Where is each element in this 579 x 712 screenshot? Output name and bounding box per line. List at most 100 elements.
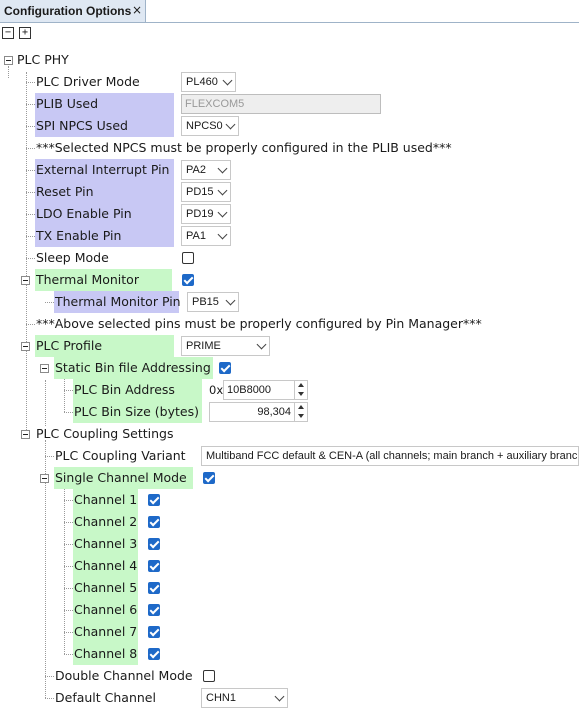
chevron-down-icon xyxy=(217,185,228,196)
tree-line xyxy=(45,440,46,698)
plc-profile-select[interactable]: PRIME xyxy=(181,336,270,356)
channel-7-checkbox[interactable] xyxy=(148,626,160,638)
collapse-icon[interactable] xyxy=(21,276,30,285)
thermal-monitor-pin-value: PB15 xyxy=(192,296,219,308)
ldo-enable-pin-select[interactable]: PD19 xyxy=(181,204,231,224)
npcs-note: ***Selected NPCS must be properly config… xyxy=(36,140,452,155)
spi-npcs-used-label: SPI NPCS Used xyxy=(35,115,174,137)
chevron-down-icon xyxy=(274,691,285,702)
external-interrupt-pin-select[interactable]: PA2 xyxy=(181,160,231,180)
channel-6-label: Channel 6 xyxy=(73,599,138,621)
tree-branch xyxy=(64,412,73,413)
plc-driver-mode-select[interactable]: PL460 xyxy=(181,72,236,92)
plc-driver-mode-value: PL460 xyxy=(186,76,218,88)
spi-npcs-used-select[interactable]: NPCS0 xyxy=(181,116,239,136)
channel-1-label: Channel 1 xyxy=(73,489,138,511)
plc-coupling-variant-select[interactable]: Multiband FCC default & CEN-A (all chann… xyxy=(201,446,579,466)
plc-bin-address-value: 10B8000 xyxy=(227,384,272,396)
thermal-monitor-pin-label: Thermal Monitor Pin xyxy=(54,291,181,313)
channel-3-checkbox[interactable] xyxy=(148,538,160,550)
tree-branch xyxy=(64,500,73,501)
tree-line xyxy=(26,72,27,434)
default-channel-label: Default Channel xyxy=(55,690,156,705)
tree-node-plc-phy[interactable]: PLC PHY xyxy=(17,52,69,67)
plc-profile-value: PRIME xyxy=(186,340,221,352)
spi-npcs-used-value: NPCS0 xyxy=(186,120,223,132)
channel-4-label: Channel 4 xyxy=(73,555,138,577)
sleep-mode-checkbox[interactable] xyxy=(182,252,194,264)
plc-bin-size-value: 98,304 xyxy=(257,406,291,418)
tree-line xyxy=(45,380,46,426)
tree-line xyxy=(64,484,65,654)
tx-enable-pin-value: PA1 xyxy=(186,230,206,242)
tree-branch xyxy=(26,170,35,171)
tree-branch xyxy=(64,522,73,523)
channel-2-checkbox[interactable] xyxy=(148,516,160,528)
sleep-mode-label: Sleep Mode xyxy=(36,250,109,265)
tree-node-plc-coupling-settings[interactable]: PLC Coupling Settings xyxy=(36,426,174,441)
double-channel-mode-checkbox[interactable] xyxy=(203,670,215,682)
spinner-arrows-icon[interactable] xyxy=(294,403,307,421)
plc-coupling-variant-value: Multiband FCC default & CEN-A (all chann… xyxy=(206,450,579,462)
plc-profile-label: PLC Profile xyxy=(35,335,174,357)
channel-8-checkbox[interactable] xyxy=(148,648,160,660)
tree-branch xyxy=(64,654,73,655)
collapse-icon[interactable] xyxy=(21,430,30,439)
ldo-enable-pin-label: LDO Enable Pin xyxy=(35,203,174,225)
collapse-all-button[interactable]: − xyxy=(2,27,14,39)
thermal-monitor-checkbox[interactable] xyxy=(182,274,194,286)
tree-branch xyxy=(45,302,54,303)
plc-bin-size-label: PLC Bin Size (bytes) xyxy=(73,401,202,423)
static-bin-checkbox[interactable] xyxy=(219,362,231,374)
close-icon[interactable]: × xyxy=(132,3,143,17)
collapse-icon[interactable] xyxy=(40,364,49,373)
tree-branch xyxy=(64,544,73,545)
tree-line xyxy=(64,378,65,412)
collapse-icon[interactable] xyxy=(40,474,49,483)
channel-3-label: Channel 3 xyxy=(73,533,138,555)
tab-title: Configuration Options xyxy=(4,4,132,18)
tree-branch xyxy=(26,148,35,149)
external-interrupt-pin-label: External Interrupt Pin xyxy=(35,159,174,181)
spinner-arrows-icon[interactable] xyxy=(294,381,307,399)
collapse-icon[interactable] xyxy=(4,56,13,65)
expand-all-button[interactable]: + xyxy=(19,27,31,39)
channel-1-checkbox[interactable] xyxy=(148,494,160,506)
plc-driver-mode-label: PLC Driver Mode xyxy=(36,74,140,89)
tree-branch xyxy=(45,676,54,677)
tab-configuration-options[interactable]: Configuration Options × xyxy=(0,0,146,22)
plc-bin-address-prefix: 0x xyxy=(209,383,224,397)
channel-6-checkbox[interactable] xyxy=(148,604,160,616)
tree-branch xyxy=(45,456,54,457)
tree-branch xyxy=(64,588,73,589)
channel-5-checkbox[interactable] xyxy=(148,582,160,594)
collapse-icon[interactable] xyxy=(21,342,30,351)
tree-branch xyxy=(26,214,35,215)
channel-5-label: Channel 5 xyxy=(73,577,138,599)
chevron-down-icon xyxy=(217,207,228,218)
tx-enable-pin-select[interactable]: PA1 xyxy=(181,226,231,246)
tree-branch xyxy=(26,258,35,259)
chevron-down-icon xyxy=(222,75,233,86)
plc-bin-address-spinner[interactable]: 10B8000 xyxy=(223,380,308,400)
channel-8-label: Channel 8 xyxy=(73,643,138,665)
thermal-monitor-pin-select[interactable]: PB15 xyxy=(187,292,239,312)
tree-branch xyxy=(26,126,35,127)
plc-bin-address-label: PLC Bin Address xyxy=(73,379,202,401)
ldo-enable-pin-value: PD19 xyxy=(186,208,214,220)
tree-branch xyxy=(64,610,73,611)
tree-branch xyxy=(26,324,35,325)
chevron-down-icon xyxy=(225,119,236,130)
chevron-down-icon xyxy=(256,339,267,350)
channel-4-checkbox[interactable] xyxy=(148,560,160,572)
chevron-down-icon xyxy=(225,295,236,306)
reset-pin-select[interactable]: PD15 xyxy=(181,182,231,202)
plib-used-field: FLEXCOM5 xyxy=(181,94,381,114)
default-channel-select[interactable]: CHN1 xyxy=(201,688,288,708)
tree-branch xyxy=(64,632,73,633)
reset-pin-value: PD15 xyxy=(186,186,214,198)
plc-bin-size-spinner[interactable]: 98,304 xyxy=(209,402,308,422)
thermal-monitor-label: Thermal Monitor xyxy=(35,269,172,291)
double-channel-mode-label: Double Channel Mode xyxy=(55,668,193,683)
single-channel-mode-checkbox[interactable] xyxy=(203,472,215,484)
